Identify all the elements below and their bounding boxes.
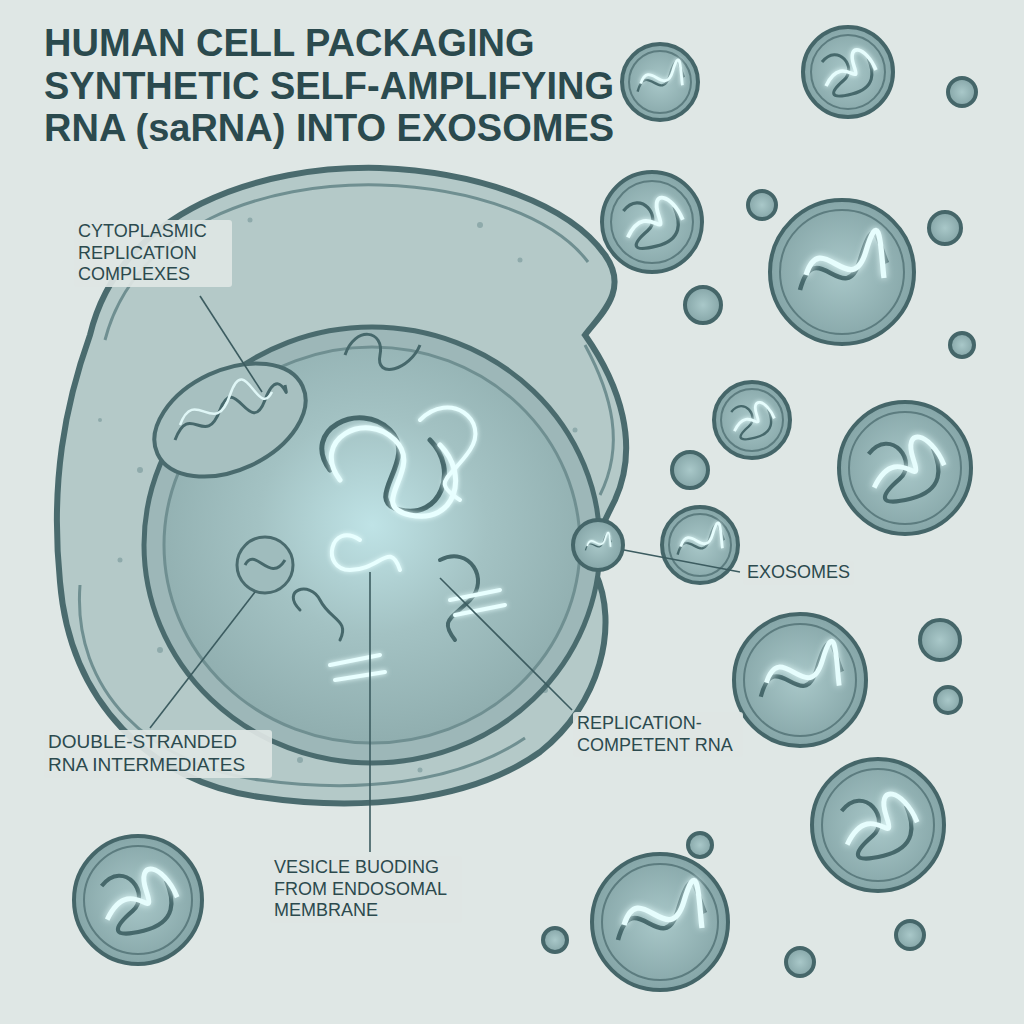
callout-label: REPLICATION-COMPETENT RNA (573, 712, 743, 757)
callout-label: VESICLE BUODING FROM ENDOSOMAL MEMBRANE (270, 856, 462, 923)
callout-label: EXOSOMES (743, 561, 854, 585)
callout-label: CYTOPLASMIC REPLICATION COMPLEXES (74, 220, 232, 287)
callout-label: DOUBLE-STRANDED RNA INTERMEDIATES (44, 730, 272, 778)
diagram-title: HUMAN CELL PACKAGING SYNTHETIC SELF-AMPL… (44, 22, 644, 150)
